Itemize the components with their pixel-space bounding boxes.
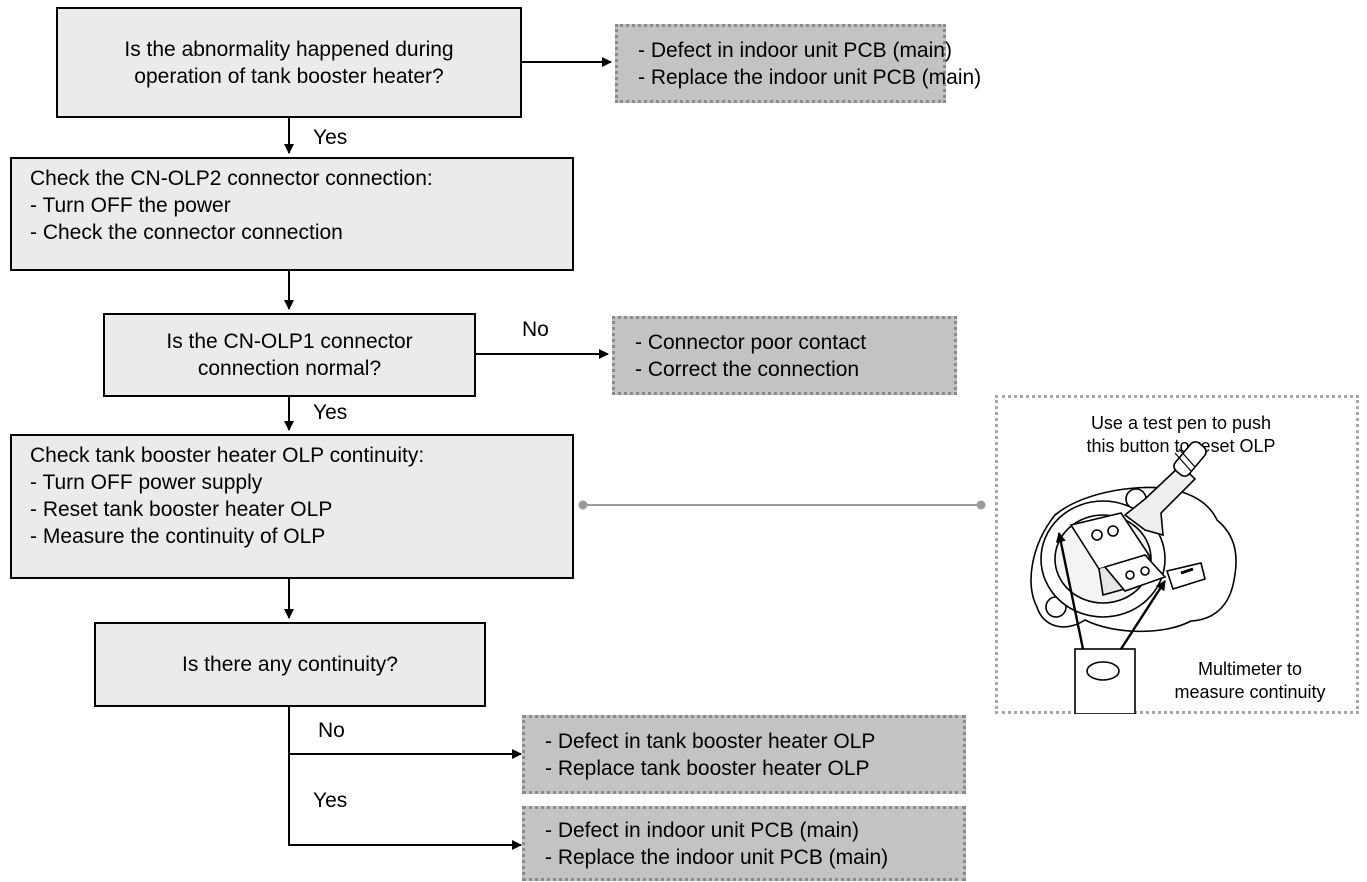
caption-line: this button to reset OLP [1086,436,1276,456]
yes-label-q3: Yes [313,789,348,812]
no-label-q2: No [522,318,549,341]
olp-device-illustration [1030,441,1237,714]
yes-label-q2: Yes [313,401,348,424]
yes-label-q1: Yes [313,126,348,149]
result-text-line: - Defect in indoor unit PCB (main) [638,38,952,62]
result-text-line: - Connector poor contact [635,330,867,354]
question-any-continuity: Is there any continuity? [94,622,486,707]
question-cn-olp1-normal: Is the CN-OLP1 connector connection norm… [103,313,476,397]
terminal-tab [1165,562,1206,590]
step-text-line: - Measure the continuity of OLP [30,525,326,548]
question-text-line: Is the abnormality happened during [124,37,454,61]
caption-line: measure continuity [1174,682,1326,702]
caption-line: Multimeter to [1197,659,1303,679]
result-defect-indoor-pcb-top: - Defect in indoor unit PCB (main) - Rep… [615,24,982,103]
step-check-cn-olp2: Check the CN-OLP2 connector connection: … [10,157,574,271]
step-text-line: - Check the connector connection [30,221,343,244]
question-booster-heater-operation: Is the abnormality happened during opera… [56,7,522,118]
result-text-line: - Defect in tank booster heater OLP [545,729,876,753]
figure-reference-connector [578,500,986,510]
multimeter-icon [1074,648,1136,714]
step-check-olp-continuity: Check tank booster heater OLP continuity… [10,434,574,579]
figure-caption-multimeter: Multimeter to measure continuity [1144,658,1356,704]
connector [1103,554,1167,592]
step-text-line: Check tank booster heater OLP continuity… [30,444,425,467]
caption-line: Use a test pen to push [1090,413,1272,433]
no-label-q3: No [318,719,345,742]
result-text-line: - Replace the indoor unit PCB (main) [638,65,982,89]
probe-lead [1119,580,1167,650]
result-text-line: - Replace the indoor unit PCB (main) [545,845,889,869]
step-text-line: - Turn OFF the power [30,194,231,217]
question-text-line: connection normal? [197,357,382,380]
step-text-line: - Turn OFF power supply [30,471,263,494]
result-text-line: - Correct the connection [635,357,860,381]
step-text-line: Check the CN-OLP2 connector connection: [30,167,433,190]
question-text-line: operation of tank booster heater? [134,64,444,88]
result-text-line: - Defect in indoor unit PCB (main) [545,818,859,842]
olp-figure-panel: Use a test pen to push this button to re… [995,395,1359,714]
question-text-line: Is the CN-OLP1 connector [166,330,413,353]
result-defect-olp: - Defect in tank booster heater OLP - Re… [522,715,966,794]
probe-lead [1055,532,1085,650]
question-text-line: Is there any continuity? [182,653,398,676]
result-text-line: - Replace tank booster heater OLP [545,756,870,780]
result-defect-indoor-pcb-bottom: - Defect in indoor unit PCB (main) - Rep… [522,806,966,881]
result-connector-poor-contact: - Connector poor contact - Correct the c… [612,316,957,395]
figure-caption-reset-button: Use a test pen to push this button to re… [1064,412,1298,458]
step-text-line: - Reset tank booster heater OLP [30,498,333,521]
